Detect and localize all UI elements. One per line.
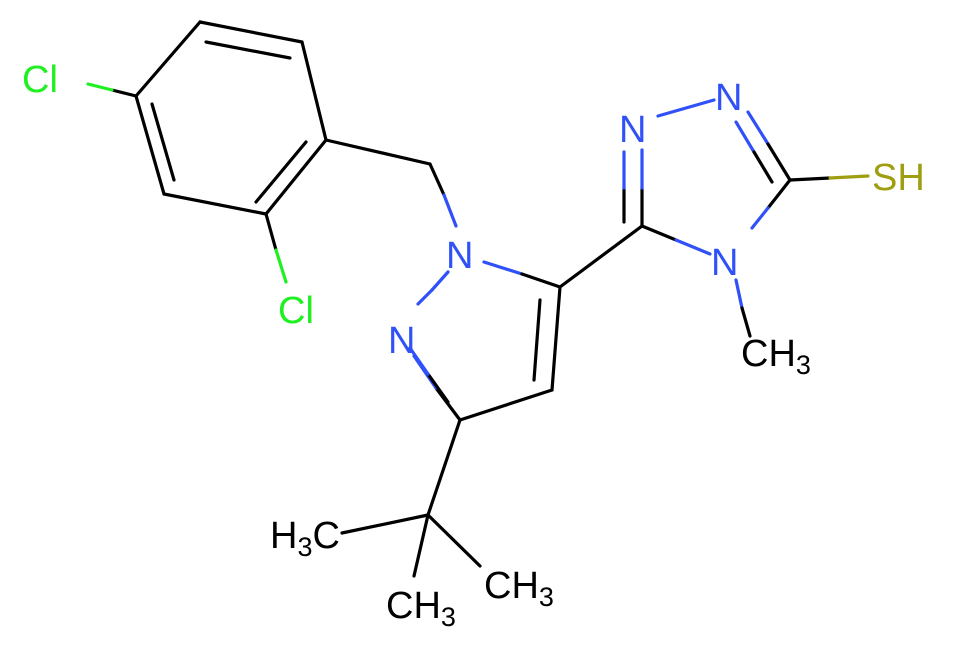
cl-bottom-bond-green	[274, 248, 288, 284]
n-methyl-label: CH3	[741, 333, 811, 380]
ring-link-bond	[558, 224, 644, 289]
tbu-methyl-left-label: H3C	[270, 515, 340, 562]
tert-butyl-group	[340, 418, 482, 578]
benzyl-bond-1	[324, 138, 432, 166]
tbu-methyl-bottom-label: CH3	[386, 585, 456, 632]
n2-pyrazole-label: N	[388, 320, 415, 362]
sh-bond-black	[788, 176, 832, 182]
benzene-ring	[134, 20, 328, 216]
n1-pyrazole-label: N	[446, 235, 473, 277]
n-triazole-right-label: N	[715, 77, 742, 119]
n-methyl-bond-black	[740, 306, 752, 338]
n-methyl-bond-blue	[734, 278, 744, 310]
n-triazole-left-label: N	[619, 109, 646, 151]
sh-label: SH	[872, 157, 925, 199]
cl-bottom-label: Cl	[278, 290, 314, 332]
n4-triazole-label: N	[711, 242, 738, 284]
triazole-ring	[622, 98, 792, 256]
cl-bottom-bond-black	[264, 212, 278, 252]
cl-top-label: Cl	[22, 59, 58, 101]
cl-top-bond-black	[110, 88, 138, 98]
tbu-methyl-right-label: CH3	[484, 565, 554, 612]
cl-top-bond-green	[86, 82, 114, 92]
benzyl-bond-2-blue	[442, 193, 458, 228]
benzyl-bond-2-black	[428, 162, 446, 197]
pyrazole-ring	[408, 260, 562, 422]
sh-bond-yellow	[828, 174, 870, 180]
